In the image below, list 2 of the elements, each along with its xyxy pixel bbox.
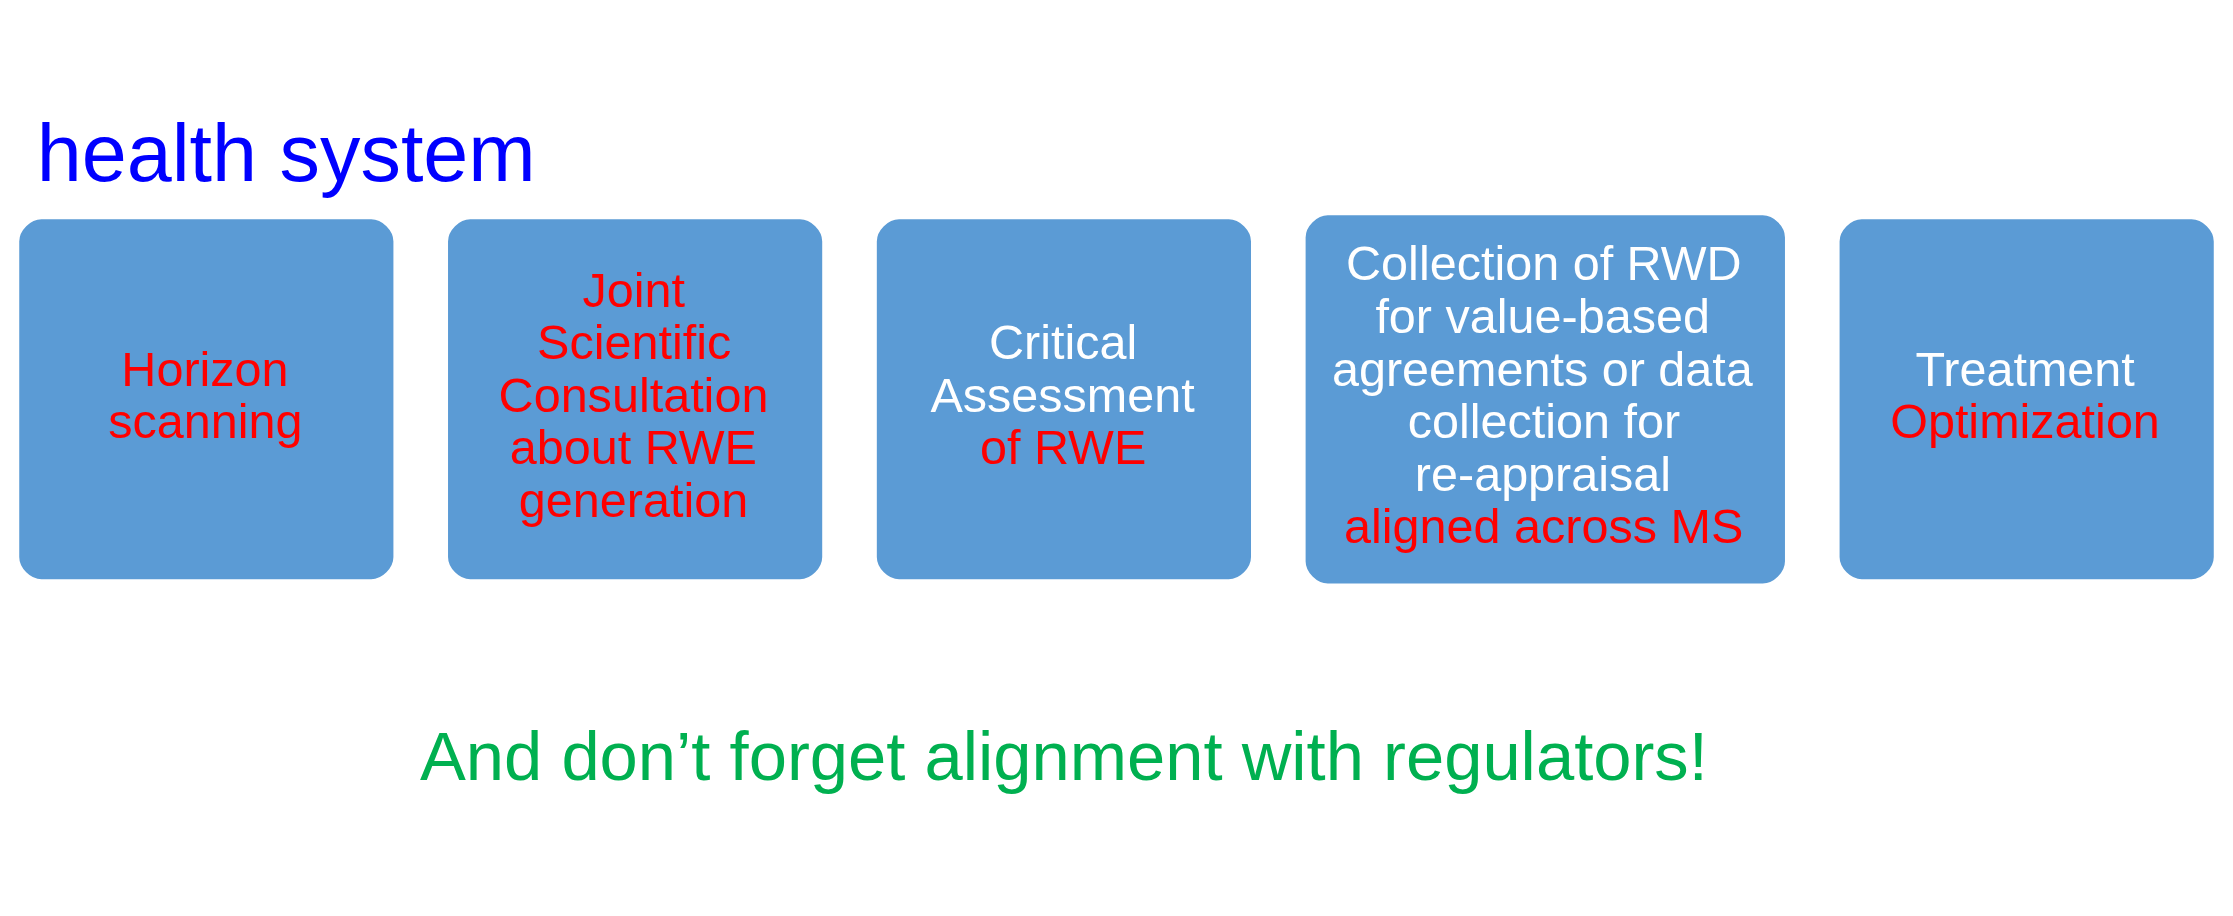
diagram-title: health system: [36, 107, 536, 198]
label: And don’t forget alignment with regulators!: [419, 718, 1708, 795]
